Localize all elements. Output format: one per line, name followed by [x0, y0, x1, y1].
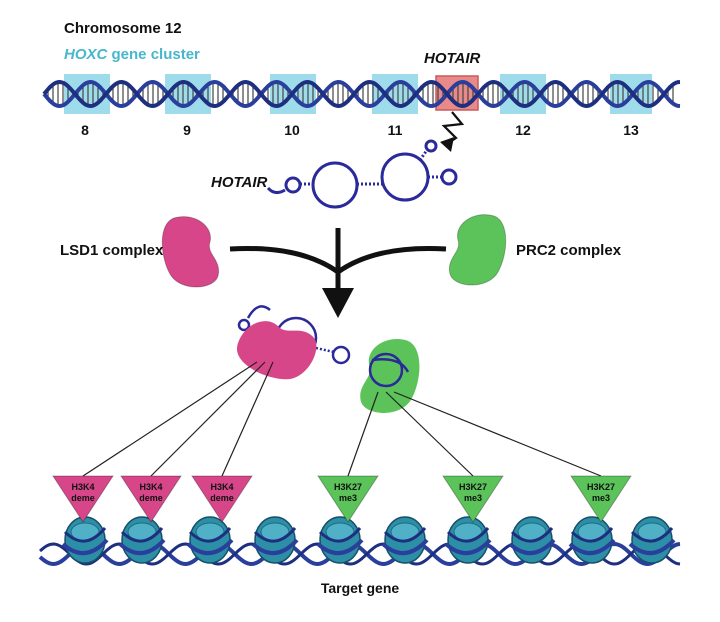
arrow-right-branch	[336, 246, 447, 275]
rna-hairpin-top	[424, 139, 438, 153]
bound-rna-small-loop	[237, 318, 251, 332]
histone-mark-3	[191, 475, 253, 523]
nucleosome-6	[381, 516, 429, 564]
histone-mark-layer	[52, 475, 632, 523]
mark-line1: H3K27	[458, 482, 487, 492]
hotair-rna-label: HOTAIR	[211, 174, 268, 191]
nucleosome-5	[316, 516, 364, 564]
merge-arrow	[229, 228, 447, 318]
hotair-rna-top	[266, 111, 465, 209]
mark-line1: H3K27	[333, 482, 362, 492]
lsd1-complex-free	[161, 216, 220, 288]
connector-line-3	[221, 361, 274, 477]
mark-line2: deme	[139, 493, 163, 503]
mark-line2: deme	[210, 493, 234, 503]
connector-line-5	[385, 391, 474, 477]
prc2-complex-free	[448, 214, 507, 286]
gene-9-label: 9	[183, 122, 191, 138]
nucleosome-2	[118, 516, 166, 564]
gene-12-label: 12	[515, 122, 531, 138]
nucleosome-8	[508, 516, 556, 564]
mark-line1: H3K4	[139, 482, 163, 492]
hoxc-cluster-label: HOXC gene cluster	[64, 46, 200, 63]
hotair-locus-label: HOTAIR	[424, 50, 481, 67]
connector-line-1	[82, 361, 258, 477]
prc2-complex-label: PRC2 complex	[516, 242, 622, 259]
bound-rna-loop-overlay	[368, 352, 404, 388]
nucleosome-4	[251, 516, 299, 564]
chromosome-dna-helix	[42, 79, 681, 109]
dna-strand-b	[42, 79, 681, 109]
gene-13-label: 13	[623, 122, 639, 138]
rna-tail	[266, 186, 286, 195]
mark-line2: me3	[591, 493, 610, 503]
mark-line2: me3	[338, 493, 357, 503]
bound-rna-loop-small	[331, 345, 351, 365]
nucleosome-7	[444, 516, 492, 564]
nucleosome-1	[61, 516, 109, 564]
rna-loop-small-right	[440, 168, 458, 186]
histone-mark-2	[120, 475, 182, 523]
connector-line-6	[393, 391, 602, 477]
hotair-bound-complex	[237, 305, 420, 413]
hoxc-gene-name: HOXC	[64, 46, 108, 63]
gene-11-label: 11	[387, 122, 403, 138]
rna-loop-small-left	[284, 176, 302, 194]
chromosome-title: Chromosome 12	[64, 20, 182, 37]
connector-line-2	[150, 361, 266, 477]
dna-strand-a	[42, 79, 681, 109]
connector-line-4	[347, 391, 379, 477]
histone-mark-6	[570, 475, 632, 523]
nucleosome-array	[38, 516, 681, 567]
arrow-head	[322, 288, 354, 318]
transcription-arrow-head	[440, 137, 454, 152]
bound-rna-stem	[315, 346, 335, 354]
mark-line2: me3	[463, 493, 482, 503]
histone-mark-5	[442, 475, 504, 523]
target-gene-label: Target gene	[320, 580, 400, 596]
mark-line1: H3K4	[210, 482, 234, 492]
mark-line1: H3K4	[71, 482, 95, 492]
arrow-left-branch	[229, 246, 340, 275]
prc2-complex-bound	[360, 339, 420, 413]
histone-mark-1	[52, 475, 114, 523]
gene-box-11	[372, 74, 418, 114]
connector-lines	[82, 361, 602, 477]
histone-mark-4	[317, 475, 379, 523]
gene-10-label: 10	[284, 122, 300, 138]
nucleosome-10	[628, 516, 676, 564]
bound-rna-hairpin	[246, 305, 271, 319]
gene-8-label: 8	[81, 122, 89, 138]
rna-loop-large-left	[311, 161, 359, 209]
cluster-suffix: gene cluster	[107, 46, 200, 63]
nucleosome-9	[568, 516, 616, 564]
nucleosome-3	[186, 516, 234, 564]
lsd1-complex-bound	[237, 321, 317, 380]
hotair-rna-structure	[266, 139, 458, 209]
complex-layer	[161, 214, 507, 413]
lsd1-complex-label: LSD1 complex	[60, 242, 164, 259]
mark-line1: H3K27	[586, 482, 615, 492]
mark-line2: deme	[71, 493, 95, 503]
rna-loop-large-right	[380, 152, 430, 202]
rna-stem-3	[418, 149, 429, 161]
bound-rna-arc	[371, 358, 410, 373]
